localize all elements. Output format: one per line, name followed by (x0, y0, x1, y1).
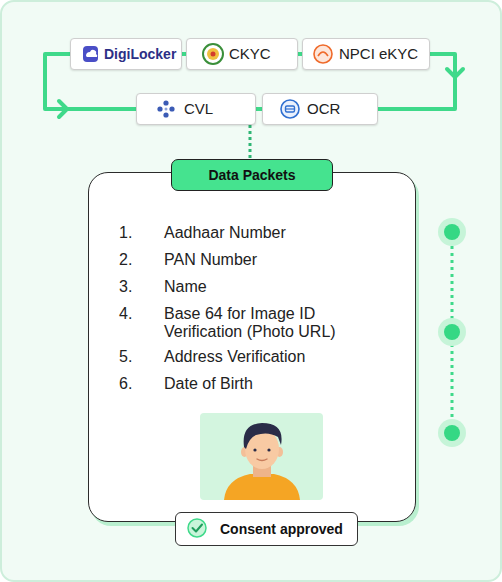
ocr-logo (281, 100, 299, 118)
progress-track (438, 218, 466, 447)
list-number: 2. (119, 251, 159, 269)
source-box: CVL (136, 93, 256, 125)
box-label: CVL (184, 100, 213, 118)
cvl-logo (157, 100, 174, 117)
box-label: Data Packets (208, 166, 295, 184)
arrow-head (59, 101, 67, 117)
list-item: PAN Number (164, 251, 369, 269)
list-number: 4. (119, 305, 159, 323)
box-label: DigiLocker (104, 45, 176, 63)
ckyc-logo (203, 44, 223, 64)
data-card: 1. Aadhaar Number 2. PAN Number 3. Name 4. Base… (88, 172, 416, 522)
check-icon (188, 519, 206, 537)
avatar-illustration (200, 413, 323, 500)
list-number: 6. (119, 375, 159, 393)
list-item: Base 64 for Image ID Verification (Photo… (164, 305, 369, 341)
card-tab: Data Packets (171, 159, 333, 191)
digilocker-logo (83, 46, 98, 62)
source-box: CKYC (186, 38, 298, 70)
box-label: Consent approved (220, 520, 343, 538)
list-number: 5. (119, 348, 159, 366)
list-number: 1. (119, 224, 159, 242)
list-item: Address Verification (164, 348, 369, 366)
source-box: OCR (262, 93, 378, 125)
box-label: OCR (307, 100, 340, 118)
source-box: DigiLocker (70, 38, 182, 70)
arrow-head (447, 69, 463, 77)
box-label: NPCI eKYC (339, 45, 418, 63)
npci-logo (314, 45, 332, 63)
list-number: 3. (119, 278, 159, 296)
list-item: Name (164, 278, 369, 296)
consent-badge: Consent approved (175, 512, 358, 546)
list-item: Aadhaar Number (164, 224, 369, 242)
list-item: Date of Birth (164, 375, 369, 393)
source-box: NPCI eKYC (302, 38, 430, 70)
box-label: CKYC (229, 45, 271, 63)
